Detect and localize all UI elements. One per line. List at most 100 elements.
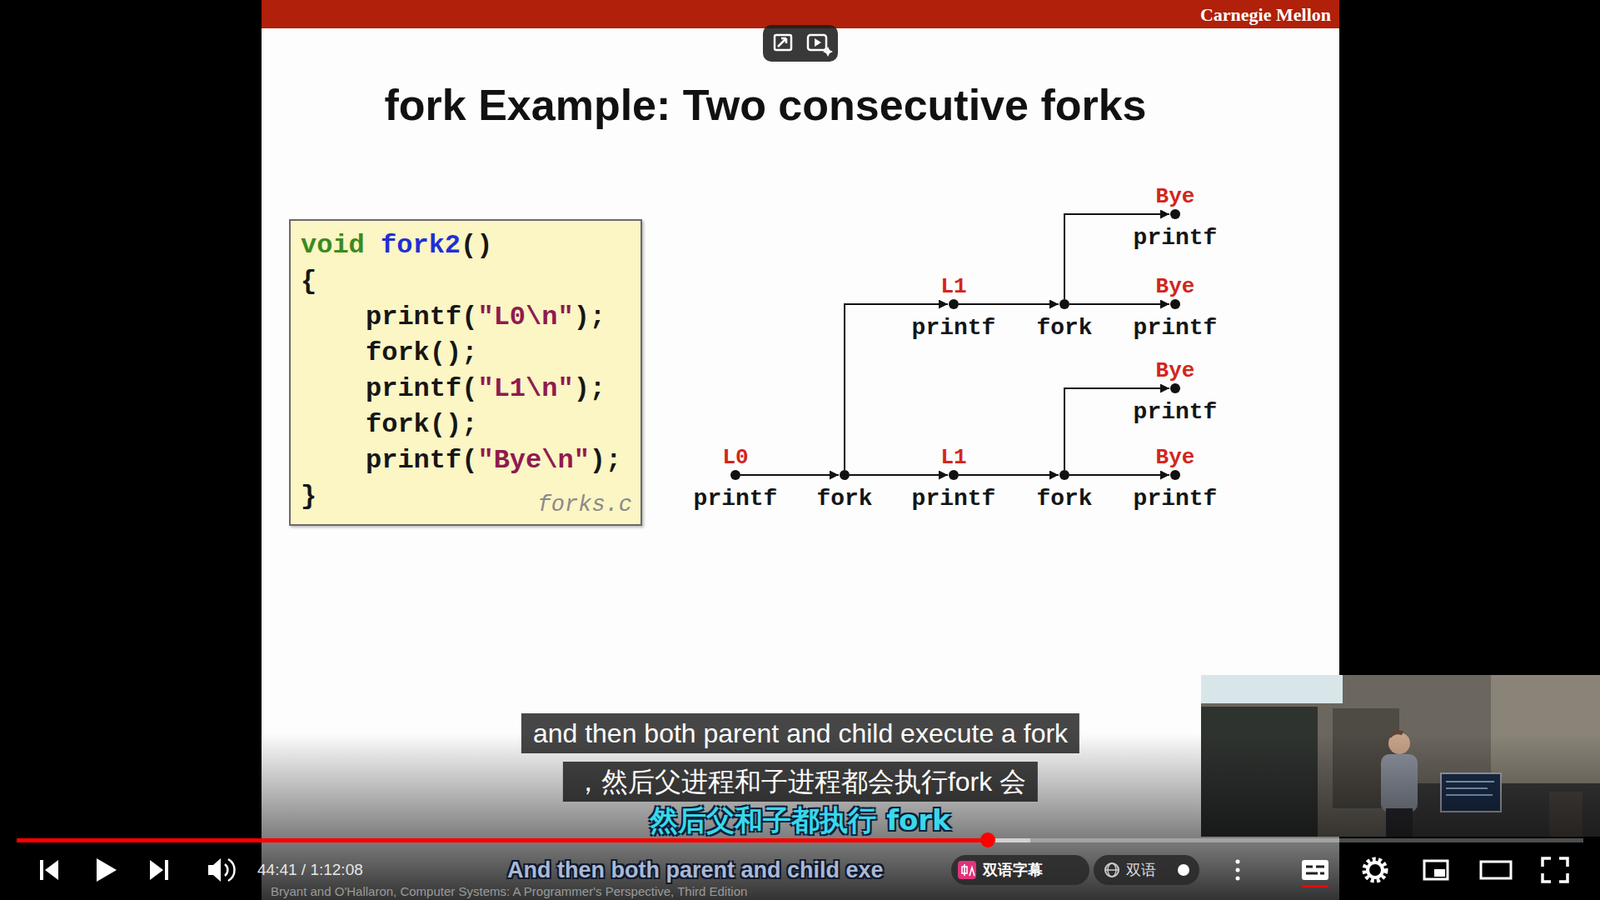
process-arrow (1069, 303, 1170, 305)
code-token: printf( (365, 444, 478, 476)
globe-icon (1105, 862, 1119, 877)
call-label: printf (1133, 399, 1218, 425)
code-token: printf( (365, 373, 478, 404)
code-line: printf("Bye\n"); (300, 442, 629, 479)
process-arrow (958, 473, 1059, 476)
settings-icon (1367, 862, 1383, 878)
code-token: ); (573, 373, 606, 404)
code-line: printf("L0\n"); (300, 299, 629, 335)
progress-knob (980, 832, 996, 848)
translate-icon (957, 860, 977, 879)
event-dot: fork (839, 469, 850, 480)
code-token: ); (573, 301, 606, 333)
process-arrow (849, 473, 948, 476)
toggle-dot (1177, 863, 1190, 876)
process-arrow (958, 303, 1059, 305)
code-token: fork2 (380, 229, 461, 261)
output-label: Bye (1156, 446, 1196, 469)
call-label: printf (693, 486, 778, 512)
play-icon (96, 857, 117, 882)
code-token: () (460, 229, 493, 261)
subtitle-line: ，然后父进程和子进程都会执行fork 会 (563, 761, 1038, 802)
event-dot: Byeprintf (1170, 469, 1181, 480)
output-label: L0 (722, 446, 748, 469)
code-line: fork(); (300, 406, 629, 443)
fullscreen-icon (1542, 857, 1568, 882)
progress-played (16, 837, 988, 843)
event-dot: Byeprintf (1170, 209, 1181, 220)
volume-waves (224, 858, 235, 881)
top-overlay (762, 24, 838, 62)
slide-title: fork Example: Two consecutive forks (383, 79, 1147, 130)
captions-on-mark (1301, 884, 1329, 888)
code-token: fork(); (365, 337, 478, 369)
theater-icon (1480, 861, 1511, 878)
call-label: printf (912, 315, 997, 341)
progress-buffer (16, 837, 1031, 843)
event-dot: Byeprintf (1170, 383, 1181, 394)
subtitle-line: And then both parent and child exe (507, 856, 884, 883)
more-dot (1236, 876, 1241, 881)
event-dot: fork (1059, 299, 1070, 310)
output-label: Bye (1156, 359, 1196, 382)
subtitle-line: and then both parent and child execute a… (521, 712, 1080, 753)
event-dot: L0printf (730, 469, 741, 480)
autoplay-icon (807, 34, 827, 50)
bilingual-button (951, 854, 1090, 885)
event-dot: L1printf (948, 299, 959, 310)
more-dot (1236, 867, 1241, 873)
subtitle-line: 然后父和子都执行 fork (649, 803, 951, 836)
code-token (364, 229, 381, 261)
code-token: "L0\n" (477, 301, 574, 333)
captions-icon (1301, 859, 1329, 880)
next-icon (149, 859, 169, 880)
code-token: "Bye\n" (477, 444, 589, 476)
language-button (1093, 854, 1200, 885)
call-label: fork (1036, 315, 1092, 341)
sparkle-icon (822, 46, 833, 57)
code-token: printf( (365, 301, 478, 333)
code-line: printf("L1\n"); (300, 370, 629, 407)
time-display: 44:41 / 1:12:08 (257, 859, 364, 880)
player-controls (39, 854, 1568, 888)
code-token: void (300, 229, 365, 261)
call-label: fork (1036, 486, 1092, 512)
previous-icon (39, 859, 59, 880)
code-box: void fork2(){printf("L0\n");fork();print… (289, 219, 643, 526)
output-label: L1 (940, 446, 967, 469)
code-token: "L1\n" (477, 373, 574, 404)
volume-icon (208, 857, 221, 882)
process-arrow (1069, 473, 1170, 476)
call-label: fork (816, 486, 873, 512)
settings-teeth (1364, 858, 1386, 881)
event-dot: fork (1059, 469, 1070, 480)
miniplayer-inner (1434, 868, 1446, 877)
overlay-pill (762, 24, 838, 62)
output-label: Bye (1156, 185, 1196, 208)
event-dot: L1printf (948, 469, 959, 480)
code-line: { (300, 263, 629, 300)
autoplay-triangle (814, 38, 822, 47)
cast-icon (774, 34, 792, 50)
institution-name: Carnegie Mellon (1200, 4, 1331, 26)
cast-icon-arrow (777, 38, 787, 47)
code-token: { (300, 265, 317, 297)
code-token: fork(); (365, 408, 478, 440)
button-label: 双语字幕 (982, 859, 1043, 880)
output-label: L1 (940, 275, 967, 298)
call-label: printf (912, 486, 997, 512)
globe-lines (1105, 862, 1119, 877)
projector-screen (1201, 674, 1343, 703)
output-label: Bye (1156, 275, 1196, 298)
button-label: 双语 (1126, 859, 1157, 880)
call-label: printf (1133, 315, 1218, 341)
event-dot: Byeprintf (1170, 299, 1181, 310)
controls-shade (0, 732, 1600, 900)
header-bar (261, 0, 1340, 29)
miniplayer-icon (1424, 860, 1448, 879)
code-token: } (300, 480, 317, 512)
translate-icon-glyph (961, 863, 975, 876)
code-line: fork(); (300, 334, 629, 371)
file-name: forks.c (538, 492, 633, 518)
